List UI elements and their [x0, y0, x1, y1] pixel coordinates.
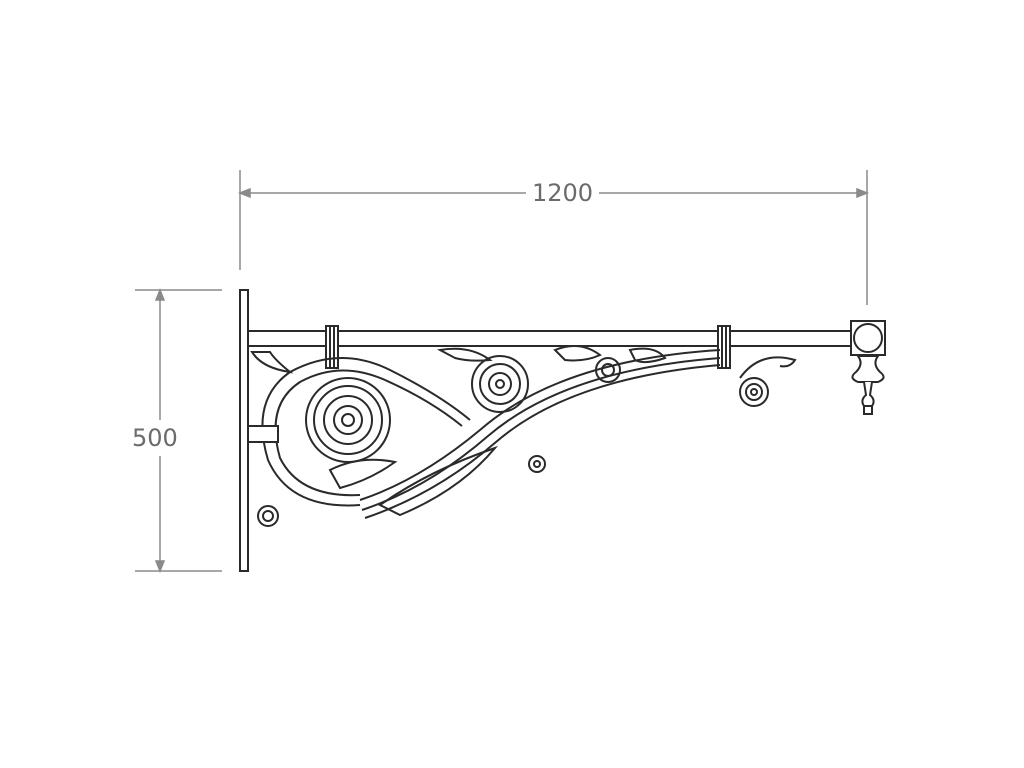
- bracket: [239, 289, 886, 572]
- end-cube: [850, 320, 886, 356]
- finial: [851, 355, 885, 383]
- wall-plate: [239, 289, 249, 572]
- height-dimension: [135, 287, 222, 574]
- width-dimension-label: 1200: [526, 179, 600, 207]
- height-dimension-label: 500: [130, 420, 180, 456]
